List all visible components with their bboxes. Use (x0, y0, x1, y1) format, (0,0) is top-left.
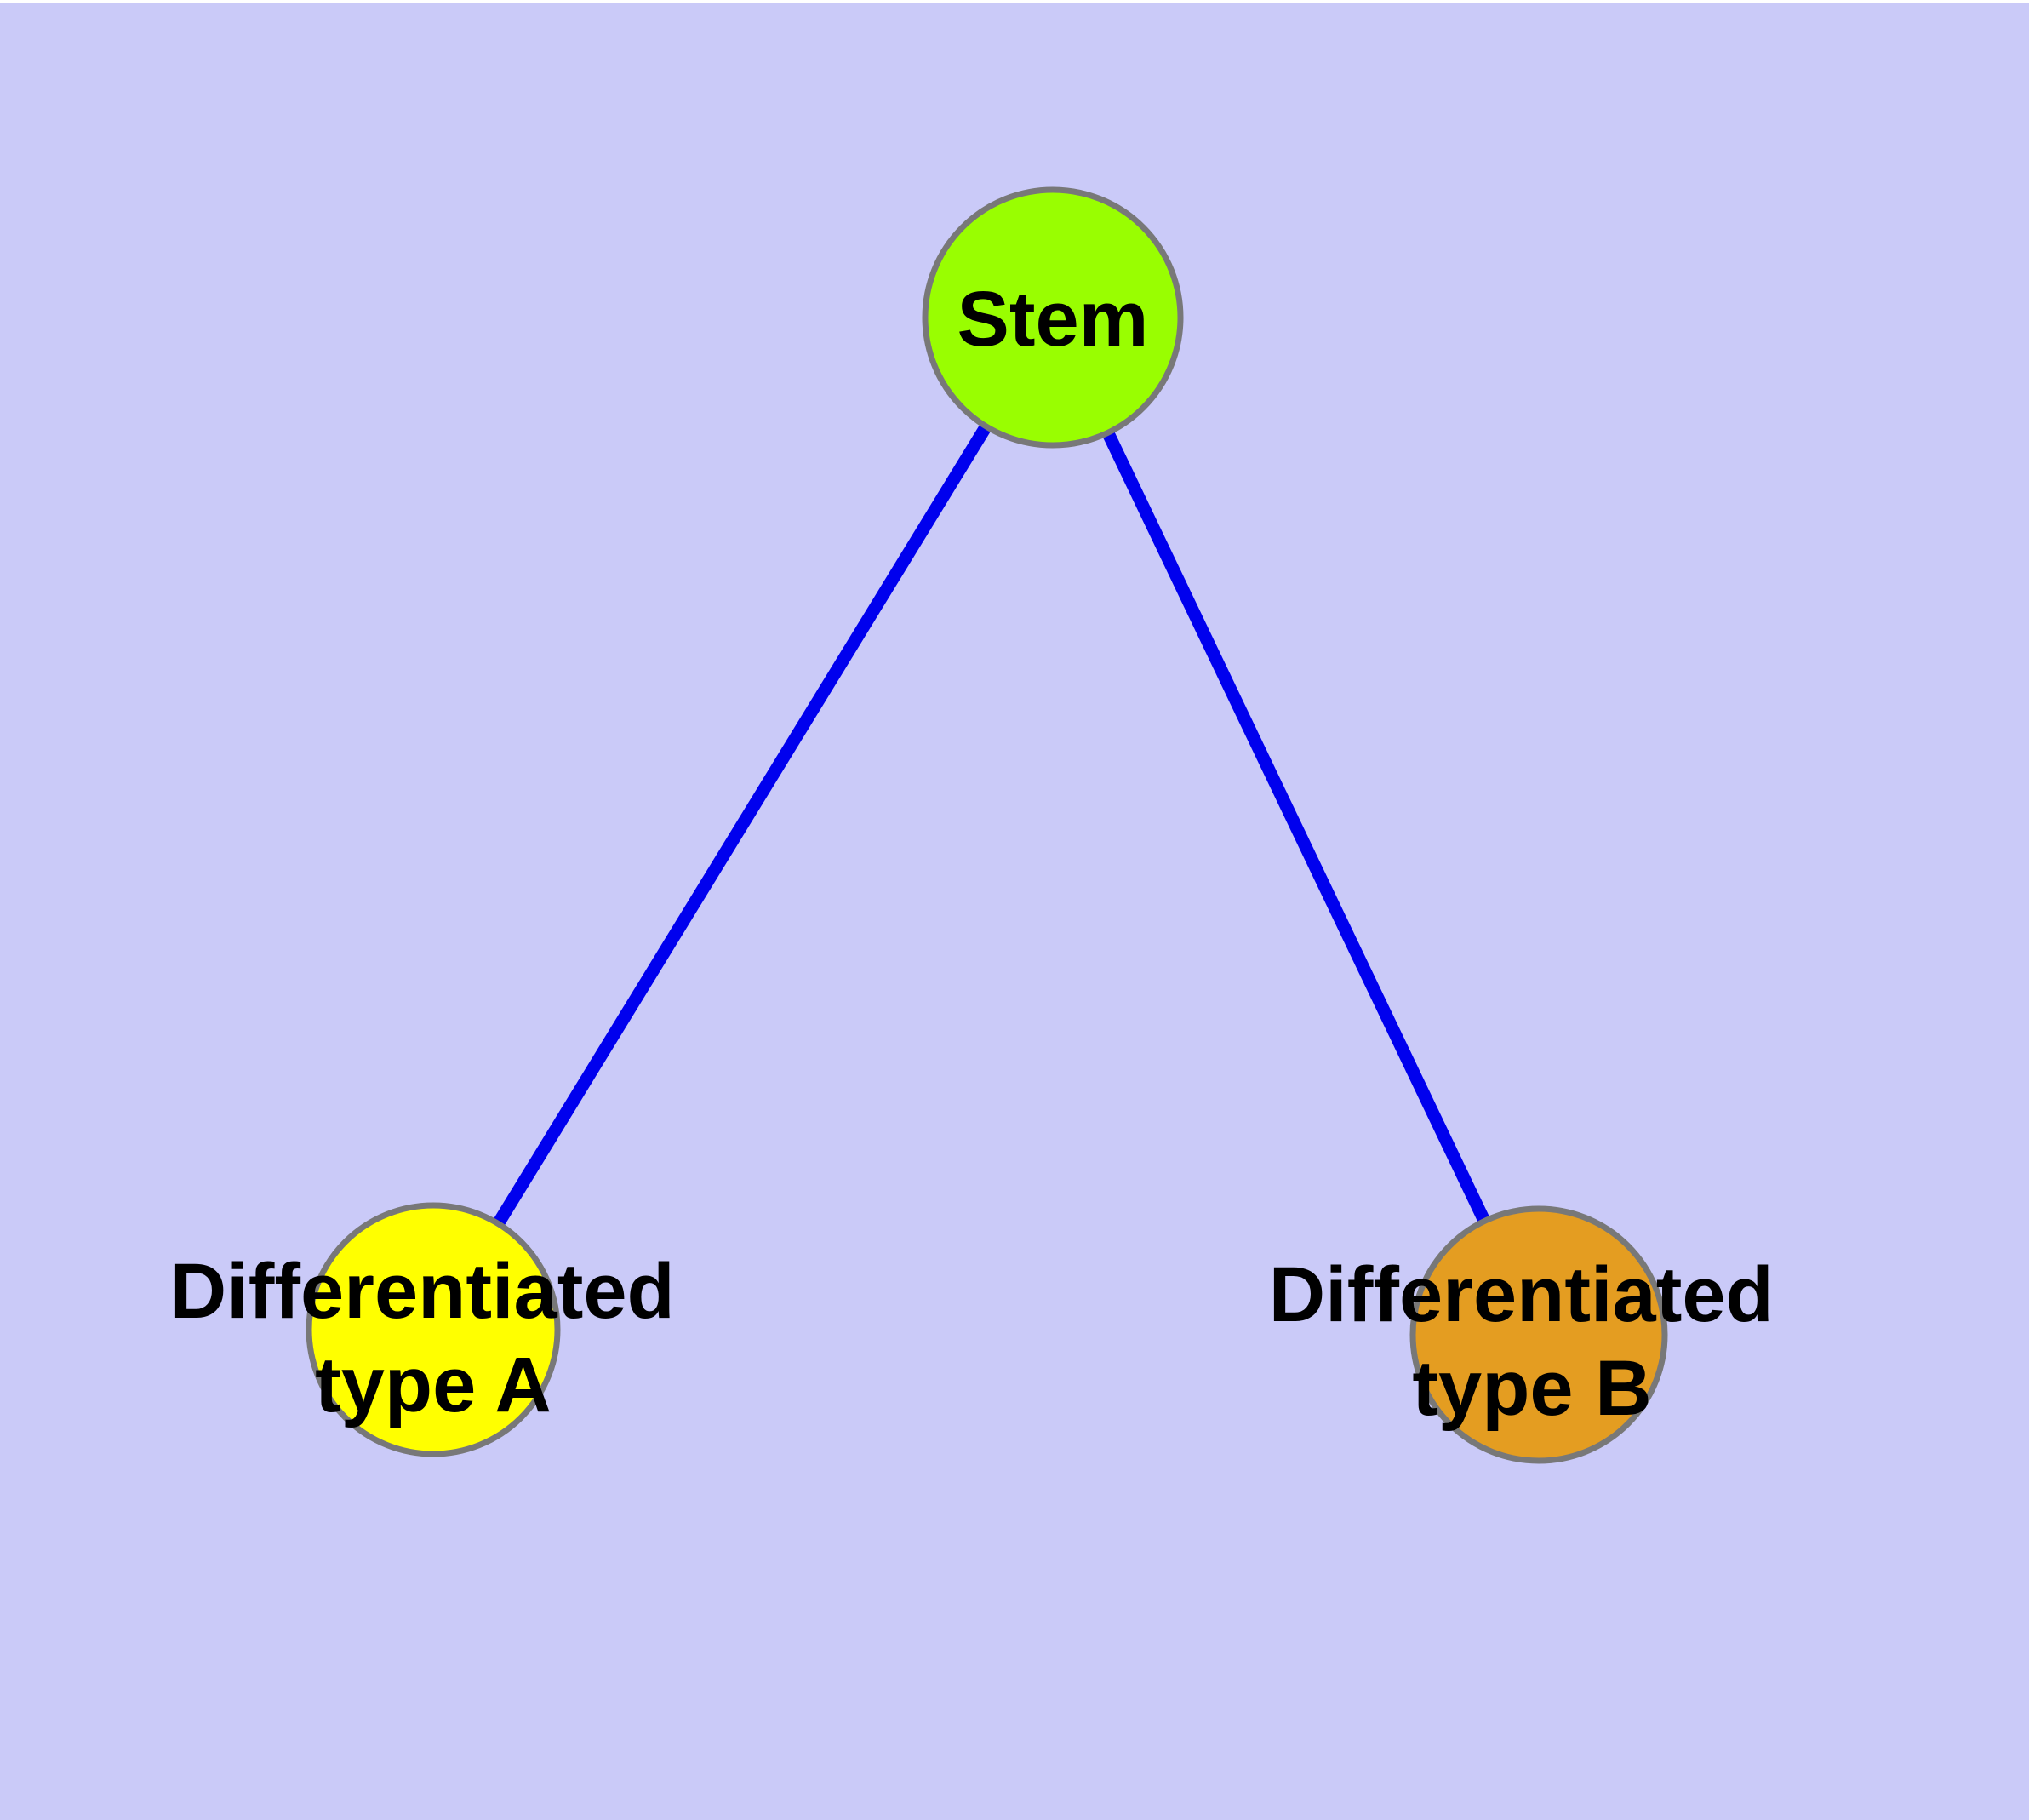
node-type-a-circle (306, 1202, 561, 1457)
node-stem-label: Stem (957, 276, 1149, 363)
node-type-a-label-line1: Differentiated (170, 1248, 675, 1335)
node-type-b-label: Differentiated type B (1269, 1251, 1796, 1432)
edge-stem-to-type-a (427, 314, 1059, 1333)
node-type-b-label-line2: type B (1412, 1345, 1651, 1432)
node-type-b-label-line1: Differentiated (1269, 1251, 1774, 1338)
node-type-a-label: Differentiated type A (170, 1248, 697, 1428)
node-type-a-label-line2: type A (315, 1342, 552, 1428)
top-border (0, 0, 2029, 3)
node-type-b-circle (1409, 1205, 1668, 1464)
edge-stem-to-type-b (1047, 314, 1545, 1338)
node-stem-circle (922, 186, 1184, 449)
